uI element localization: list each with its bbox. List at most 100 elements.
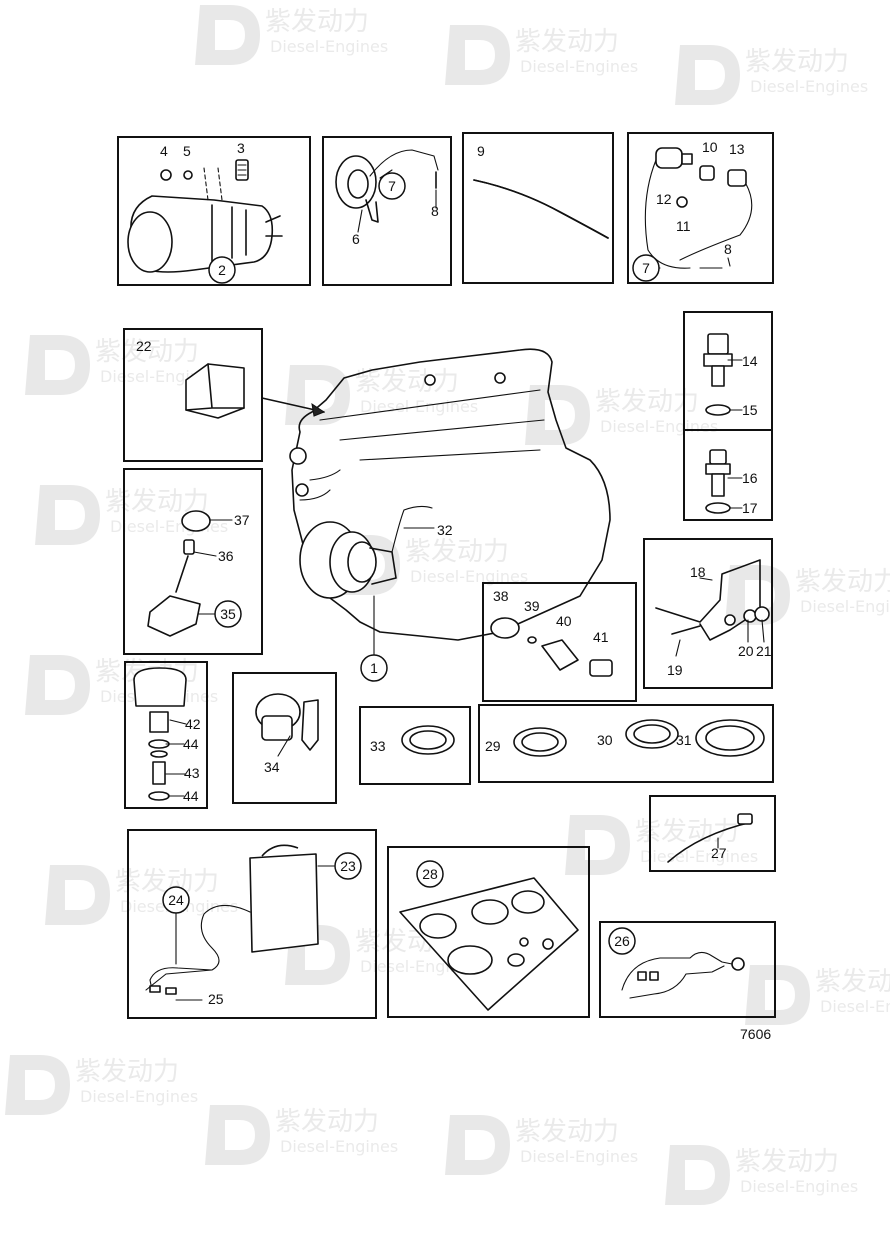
watermark-brand: 紫发动力	[515, 27, 619, 57]
panel-filter-42	[124, 661, 208, 809]
panel-gauge-33	[359, 706, 471, 785]
callout-35: 35	[214, 600, 242, 628]
switch-14-drawing	[703, 333, 733, 416]
callout-38: 38	[493, 588, 509, 604]
callout-17: 17	[742, 500, 758, 516]
panel-switch-16	[683, 429, 773, 521]
watermark-brand: 紫发动力	[745, 47, 849, 77]
watermark-brand: 紫发动力	[595, 387, 699, 417]
switch-16-drawing	[705, 449, 731, 514]
panel-ignition-switch	[232, 672, 337, 804]
callout-4: 4	[160, 143, 168, 159]
watermark-logo: 紫发动力 Diesel-Engines	[565, 815, 758, 875]
watermark-logo: 紫发动力 Diesel-Engines	[665, 1145, 858, 1205]
svg-text:26: 26	[614, 933, 630, 949]
watermark-logo: 紫发动力 Diesel-Engines	[675, 45, 868, 105]
callout-18: 18	[690, 564, 706, 580]
ignition-switch-drawing	[255, 693, 319, 751]
watermark-logo: 紫发动力 Diesel-Engines	[5, 1055, 198, 1115]
strap-27-drawing	[667, 813, 753, 863]
callout-5: 5	[183, 143, 191, 159]
callout-40: 40	[556, 613, 572, 629]
svg-text:35: 35	[220, 606, 236, 622]
figure-number: 7606	[740, 1026, 771, 1042]
panel-gauges	[478, 704, 774, 783]
relay-box-drawing	[145, 844, 319, 995]
watermark-subtitle: Diesel-Engines	[80, 1087, 198, 1106]
callout-21: 21	[756, 643, 772, 659]
callout-1: 1	[360, 654, 388, 682]
callout-43: 43	[184, 765, 200, 781]
watermark-subtitle: Diesel-Engines	[410, 567, 528, 586]
panel-starter	[117, 136, 311, 286]
callout-2: 2	[208, 256, 236, 284]
panel-bracket-22	[123, 328, 263, 462]
watermark-logo: 紫发动力 Diesel-Engines	[195, 5, 388, 65]
horn-drawing	[335, 149, 439, 223]
panel-harness-26	[599, 921, 776, 1018]
svg-text:7: 7	[388, 178, 396, 194]
panel-plug-parts	[482, 582, 637, 702]
watermark-logo: 紫发动力 Diesel-Engines	[525, 385, 718, 445]
callout-13: 13	[729, 141, 745, 157]
callout-7: 7	[632, 254, 660, 282]
callout-24: 24	[162, 886, 190, 914]
filter-42-drawing	[133, 667, 187, 801]
watermark-brand: 紫发动力	[275, 1107, 379, 1137]
watermark-logo: 紫发动力 Diesel-Engines	[725, 565, 890, 625]
watermark-subtitle: Diesel-Engines	[750, 77, 868, 96]
engine-drawing	[261, 348, 611, 641]
instrument-panel-drawing	[399, 877, 579, 1011]
callout-10: 10	[702, 139, 718, 155]
callout-39: 39	[524, 598, 540, 614]
callout-15: 15	[742, 402, 758, 418]
watermark-logo: 紫发动力 Diesel-Engines	[45, 865, 238, 925]
watermark-logo: 紫发动力 Diesel-Engines	[445, 1115, 638, 1175]
watermark-subtitle: Diesel-Engines	[800, 597, 890, 616]
watermark-brand: 紫发动力	[795, 567, 890, 597]
panel-bracket-18	[643, 538, 773, 689]
callout-8: 8	[431, 203, 439, 219]
callout-33: 33	[370, 738, 386, 754]
watermark-brand: 紫发动力	[735, 1147, 839, 1177]
watermark-logo: 紫发动力 Diesel-Engines	[285, 365, 478, 425]
watermark-subtitle: Diesel-Engines	[520, 57, 638, 76]
watermark-brand: 紫发动力	[515, 1117, 619, 1147]
panel-relay-box	[127, 829, 377, 1019]
callout-16: 16	[742, 470, 758, 486]
callout-37: 37	[234, 512, 250, 528]
watermark-brand: 紫发动力	[75, 1057, 179, 1087]
watermark-brand: 紫发动力	[635, 817, 739, 847]
callout-44: 44	[183, 736, 199, 752]
callout-32: 32	[437, 522, 453, 538]
callout-42: 42	[185, 716, 201, 732]
watermark-logo: 紫发动力 Diesel-Engines	[745, 965, 890, 1025]
callout-25: 25	[208, 991, 224, 1007]
callout-28: 28	[416, 860, 444, 888]
starter-motor-drawing	[127, 159, 283, 273]
plug-parts-drawing	[490, 617, 613, 677]
callout-20: 20	[738, 643, 754, 659]
panel-instrument-panel	[387, 846, 590, 1018]
bracket-22-drawing	[185, 363, 245, 419]
callout-6: 6	[352, 231, 360, 247]
callout-23: 23	[334, 852, 362, 880]
watermark-layer: 紫发动力 Diesel-Engines 紫发动力 Diesel-Engines …	[5, 5, 890, 1205]
watermark-logo: 紫发动力 Diesel-Engines	[25, 655, 218, 715]
panel-frames	[117, 132, 776, 1019]
stop-control-drawing	[147, 510, 211, 637]
callout-41: 41	[593, 629, 609, 645]
panel-horn	[322, 136, 452, 286]
callout-44: 44	[183, 788, 199, 804]
callout-7: 7	[378, 172, 406, 200]
callout-36: 36	[218, 548, 234, 564]
watermark-subtitle: Diesel-Engines	[740, 1177, 858, 1196]
watermark-subtitle: Diesel-Engines	[270, 37, 388, 56]
harness-26-drawing	[621, 951, 745, 999]
watermark-logo: 紫发动力 Diesel-Engines	[25, 335, 218, 395]
callout-11: 11	[676, 218, 691, 234]
callout-9: 9	[477, 143, 485, 159]
cable-9-drawing	[473, 179, 609, 239]
watermark-subtitle: Diesel-Engines	[640, 847, 758, 866]
